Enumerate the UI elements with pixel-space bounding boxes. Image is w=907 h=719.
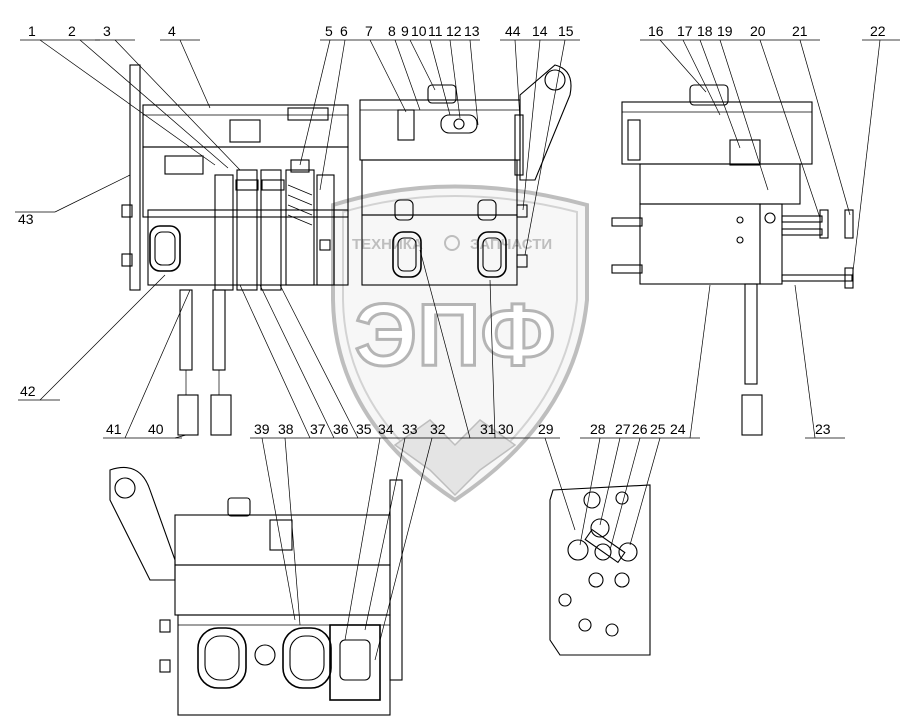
watermark-logo-text: ЭПФ [355, 285, 556, 384]
callout-39: 39 [254, 421, 270, 437]
bottom-view [109, 466, 403, 716]
callout-36: 36 [333, 421, 349, 437]
callout-24: 24 [670, 421, 686, 437]
callout-43: 43 [18, 211, 34, 227]
callout-38: 38 [278, 421, 294, 437]
callouts: 1 2 3 4 5 6 7 8 9 10 11 12 13 44 14 15 1… [15, 23, 900, 661]
callout-28: 28 [590, 421, 606, 437]
callout-2: 2 [68, 23, 76, 39]
callout-12: 12 [446, 23, 462, 39]
callout-27: 27 [615, 421, 631, 437]
callout-31: 31 [480, 421, 496, 437]
callout-6: 6 [340, 23, 348, 39]
callout-18: 18 [697, 23, 713, 39]
callout-1: 1 [28, 23, 36, 39]
callout-11: 11 [428, 23, 443, 39]
watermark-text-right: ЗАПЧАСТИ [470, 236, 552, 253]
wheat-icon [393, 419, 517, 497]
callout-3: 3 [103, 23, 111, 39]
callout-29: 29 [538, 421, 554, 437]
callout-37: 37 [310, 421, 326, 437]
callout-40: 40 [148, 421, 164, 437]
callout-25: 25 [650, 421, 666, 437]
callout-33: 33 [402, 421, 418, 437]
callout-10: 10 [411, 23, 427, 39]
callout-20: 20 [750, 23, 766, 39]
callout-26: 26 [632, 421, 648, 437]
callout-4: 4 [168, 23, 176, 39]
callout-19: 19 [717, 23, 733, 39]
watermark-text-left: ТЕХНИКА [352, 236, 423, 253]
callout-34: 34 [378, 421, 394, 437]
callout-35: 35 [356, 421, 372, 437]
callout-23: 23 [815, 421, 831, 437]
gear-icon [444, 235, 460, 251]
end-view [611, 84, 854, 436]
callout-30: 30 [498, 421, 514, 437]
callout-7: 7 [365, 23, 373, 39]
watermark: ТЕХНИКА ЗАПЧАСТИ ЭПФ [331, 184, 589, 503]
callout-14: 14 [532, 23, 548, 39]
front-view [121, 64, 349, 436]
callout-9: 9 [401, 23, 409, 39]
detail-view [549, 484, 651, 656]
callout-41: 41 [106, 421, 122, 437]
callout-15: 15 [558, 23, 574, 39]
callout-44: 44 [505, 23, 521, 39]
callout-16: 16 [648, 23, 664, 39]
callout-17: 17 [677, 23, 693, 39]
callout-22: 22 [870, 23, 886, 39]
callout-8: 8 [388, 23, 396, 39]
callout-13: 13 [464, 23, 480, 39]
callout-32: 32 [430, 421, 446, 437]
callout-42: 42 [20, 383, 36, 399]
callout-21: 21 [792, 23, 808, 39]
callout-5: 5 [325, 23, 333, 39]
